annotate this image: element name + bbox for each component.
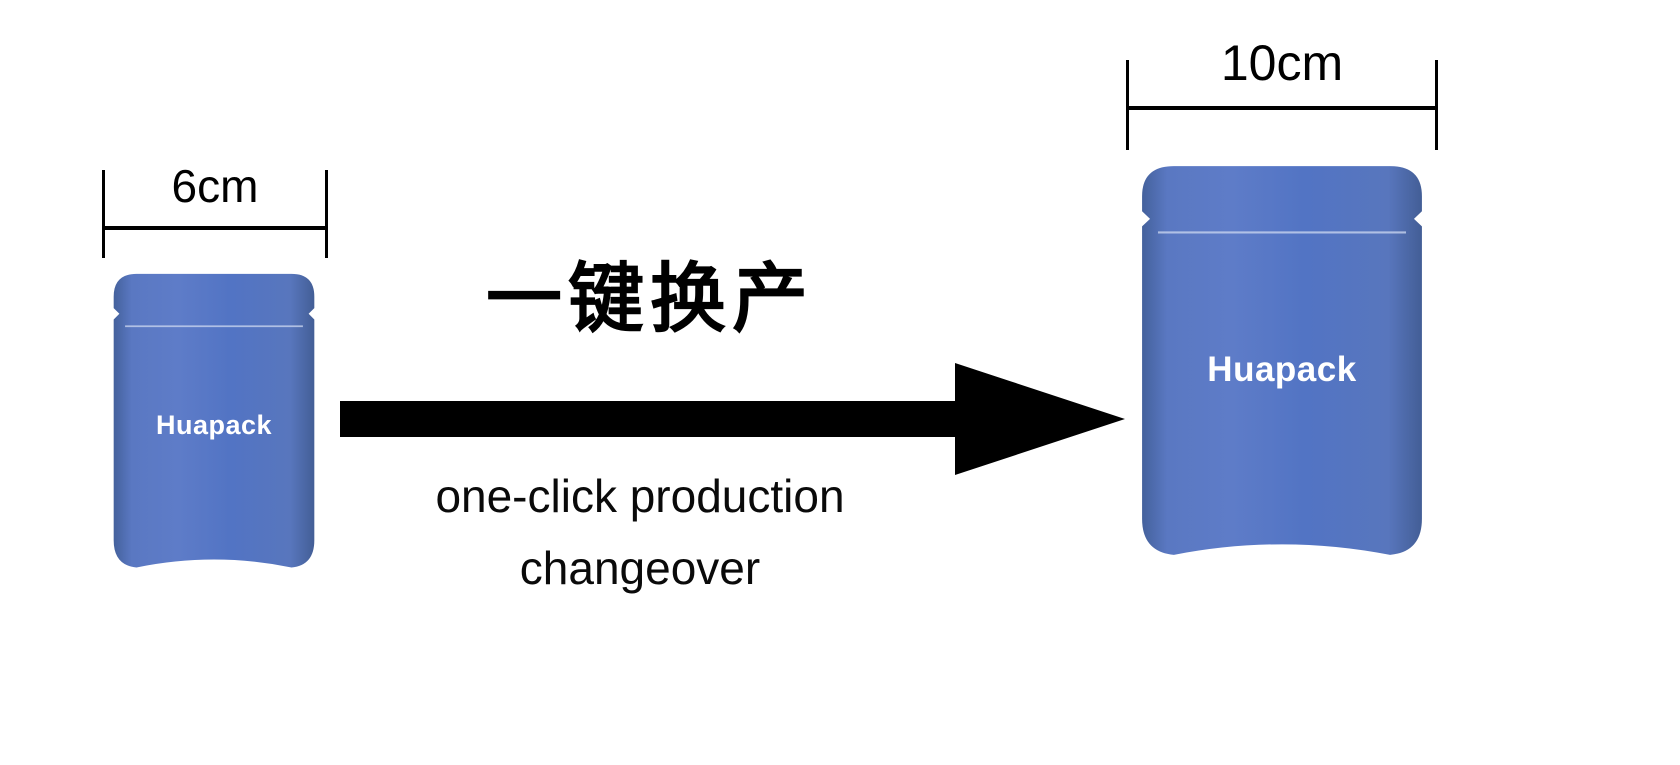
right-dimension-tick-right <box>1435 60 1438 150</box>
right-dimension-tick-left <box>1126 60 1129 150</box>
right-dimension-annotation: 10cm <box>1126 38 1438 150</box>
right-arrow-icon <box>340 363 1125 475</box>
left-dimension-line <box>102 226 328 230</box>
small-pouch-brand-label: Huapack <box>155 409 273 440</box>
small-pouch: Huapack <box>100 258 328 588</box>
small-pouch-shape-icon <box>113 273 315 568</box>
large-pouch-shape-icon <box>1142 166 1422 555</box>
right-size-label: 10cm <box>1220 35 1344 91</box>
left-dimension-tick-right <box>325 170 328 258</box>
left-dimension-tick-left <box>102 170 105 258</box>
left-dimension-annotation: 6cm <box>102 163 328 258</box>
left-size-label: 6cm <box>171 160 259 212</box>
large-pouch: Huapack <box>1123 145 1441 582</box>
english-caption-line1: one-click production <box>435 470 845 522</box>
right-dimension-line <box>1126 106 1438 110</box>
large-pouch-brand-label: Huapack <box>1207 350 1357 390</box>
chinese-caption: 一键换产 <box>486 257 814 342</box>
english-caption-line2: changeover <box>519 542 761 594</box>
english-caption: one-click production changeover <box>290 460 990 604</box>
